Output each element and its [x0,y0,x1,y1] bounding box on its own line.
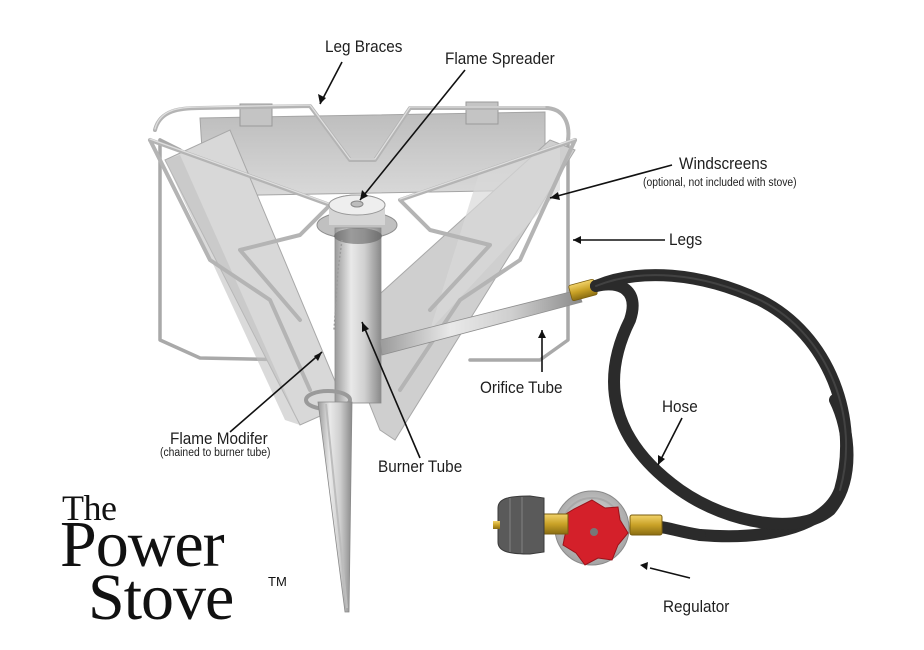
label-windscreens-note: (optional, not included with stove) [643,177,797,189]
label-leg-braces: Leg Braces [325,37,403,56]
burner-tube [334,227,382,404]
logo-the: The [62,488,117,528]
label-orifice-tube: Orifice Tube [480,378,563,397]
label-legs: Legs [669,230,703,249]
label-burner-tube: Burner Tube [378,457,463,476]
label-flame-modifier-note: (chained to burner tube) [160,447,271,459]
arrowheads [314,94,665,570]
orifice-tube [379,278,598,356]
label-flame-spreader: Flame Spreader [445,49,555,68]
flame-modifier-chain [333,239,343,331]
label-regulator: Regulator [663,597,730,616]
label-windscreens: Windscreens [679,154,768,173]
leader-lines [229,61,691,579]
logo-power: Power [60,508,225,581]
logo-trademark: TM [268,574,287,589]
label-hose: Hose [662,397,698,416]
leg-braces [148,104,577,392]
leg-collar-and-spike [304,389,353,613]
logo-stove: Stove [88,561,234,634]
label-flame-modifier: Flame Modifer [170,429,268,448]
regulator [493,490,663,566]
hose [590,269,854,543]
